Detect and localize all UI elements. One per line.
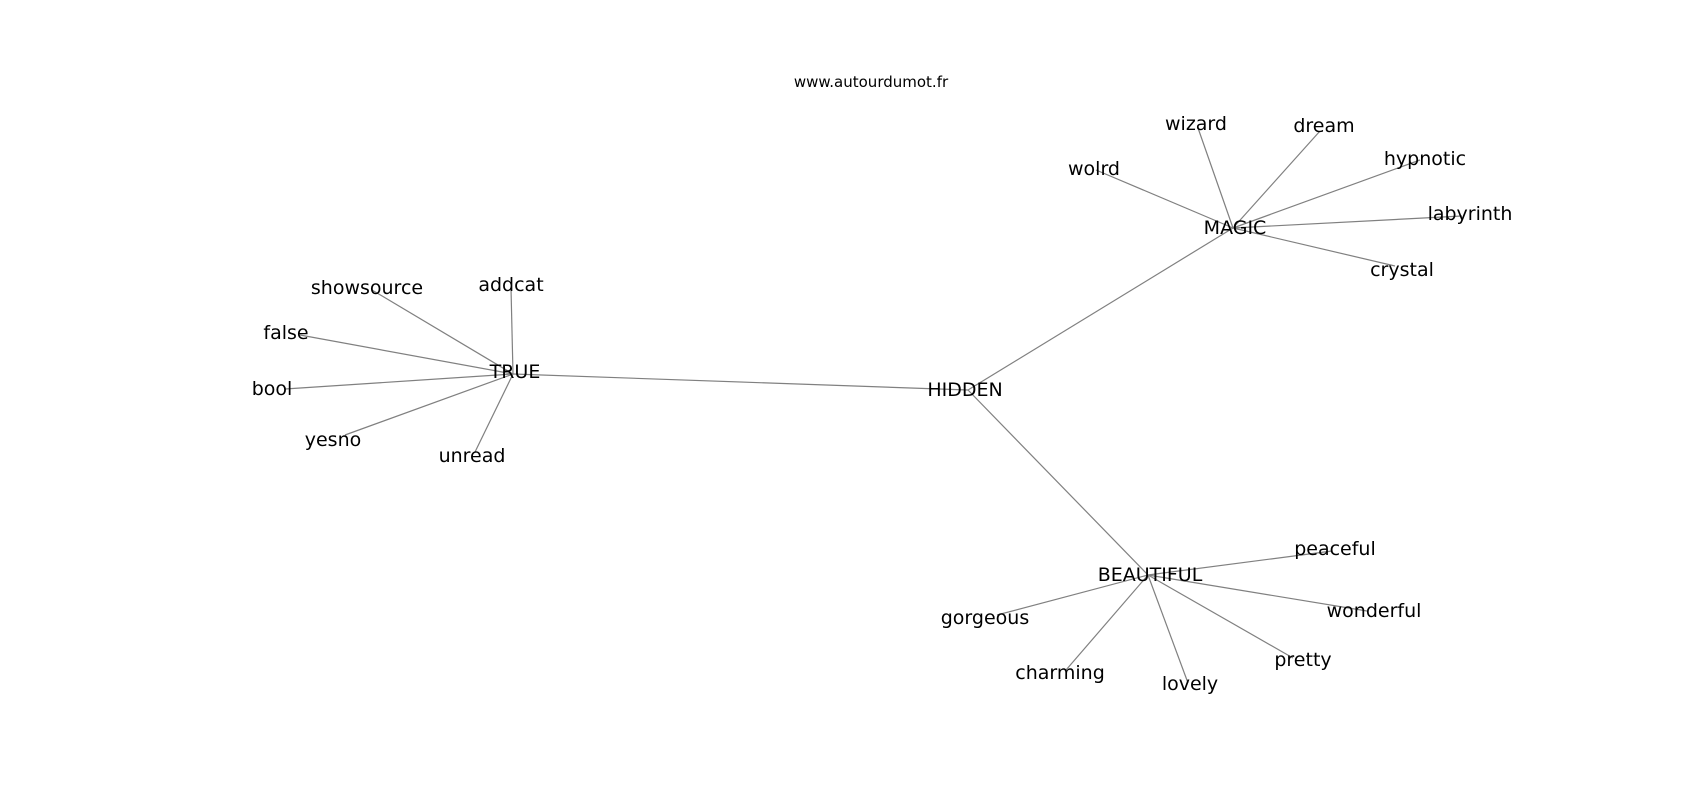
node-charming[interactable]: charming [1015,662,1105,684]
node-gorgeous[interactable]: gorgeous [941,607,1029,629]
node-hypnotic[interactable]: hypnotic [1384,148,1466,170]
node-pretty[interactable]: pretty [1274,649,1331,671]
node-peaceful[interactable]: peaceful [1294,538,1376,560]
edge-beautiful-pretty [1147,574,1294,659]
node-yesno[interactable]: yesno [305,429,362,451]
edge-hidden-magic [967,227,1234,391]
edge-beautiful-wonderful [1147,574,1368,612]
edge-beautiful-lovely [1147,574,1189,684]
edge-true-showsource [371,289,514,375]
edge-true-addcat [510,287,514,375]
node-dream[interactable]: dream [1293,115,1354,137]
node-crystal[interactable]: crystal [1370,259,1434,281]
edge-magic-labyrinth [1232,215,1463,229]
edge-magic-hypnotic [1232,159,1421,229]
node-labyrinth[interactable]: labyrinth [1428,203,1513,225]
edge-beautiful-charming [1065,574,1149,671]
node-bool[interactable]: bool [252,378,293,400]
edge-hidden-true [512,373,969,391]
edge-beautiful-peaceful [1147,550,1333,576]
node-true[interactable]: TRUE [489,361,541,383]
node-wonderful[interactable]: wonderful [1327,600,1422,622]
edge-magic-dream [1232,130,1321,229]
edge-true-unread [474,373,514,453]
node-showsource[interactable]: showsource [311,277,423,299]
node-beautiful[interactable]: BEAUTIFUL [1098,564,1203,586]
node-hidden[interactable]: HIDDEN [927,379,1002,401]
edge-true-yesno [344,373,514,436]
node-false[interactable]: false [263,322,308,344]
edge-magic-crystal [1232,227,1396,267]
edge-hidden-beautiful [967,389,1149,576]
node-lovely[interactable]: lovely [1162,673,1218,695]
graph-nodes: HIDDEN TRUE MAGIC BEAUTIFUL showsource addcat… [252,113,1513,695]
edge-magic-wolrd [1095,169,1234,229]
node-addcat[interactable]: addcat [478,274,543,296]
source-label[interactable]: www.autourdumot.fr [794,73,949,91]
edge-true-false [299,334,514,375]
edge-magic-wizard [1197,127,1234,229]
node-magic[interactable]: MAGIC [1204,217,1267,239]
node-unread[interactable]: unread [439,445,506,467]
edge-beautiful-gorgeous [996,574,1149,616]
node-wolrd[interactable]: wolrd [1068,158,1120,180]
graph-edges [284,127,1463,684]
node-wizard[interactable]: wizard [1165,113,1227,135]
edge-true-bool [284,373,514,390]
